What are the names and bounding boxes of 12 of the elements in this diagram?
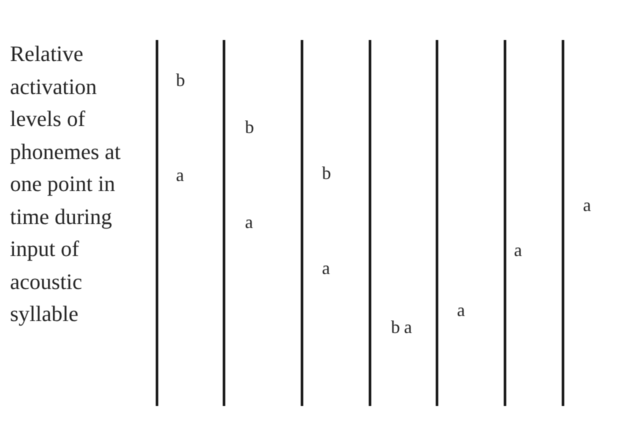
phoneme-label: a <box>457 300 465 320</box>
axis-description: Relative activation levels of phonemes at one point in time during input of acoustic syllable <box>10 40 122 328</box>
phoneme-label: b <box>322 163 331 183</box>
phoneme-label: a <box>404 317 412 337</box>
phoneme-label: a <box>245 212 253 232</box>
phoneme-label: a <box>322 258 330 278</box>
phoneme-label: b <box>245 117 254 137</box>
phoneme-label: a <box>514 240 522 260</box>
phoneme-label: a <box>176 165 184 185</box>
phoneme-label: a <box>583 195 591 215</box>
phoneme-label: b <box>391 317 400 337</box>
phoneme-label: b <box>176 70 185 90</box>
